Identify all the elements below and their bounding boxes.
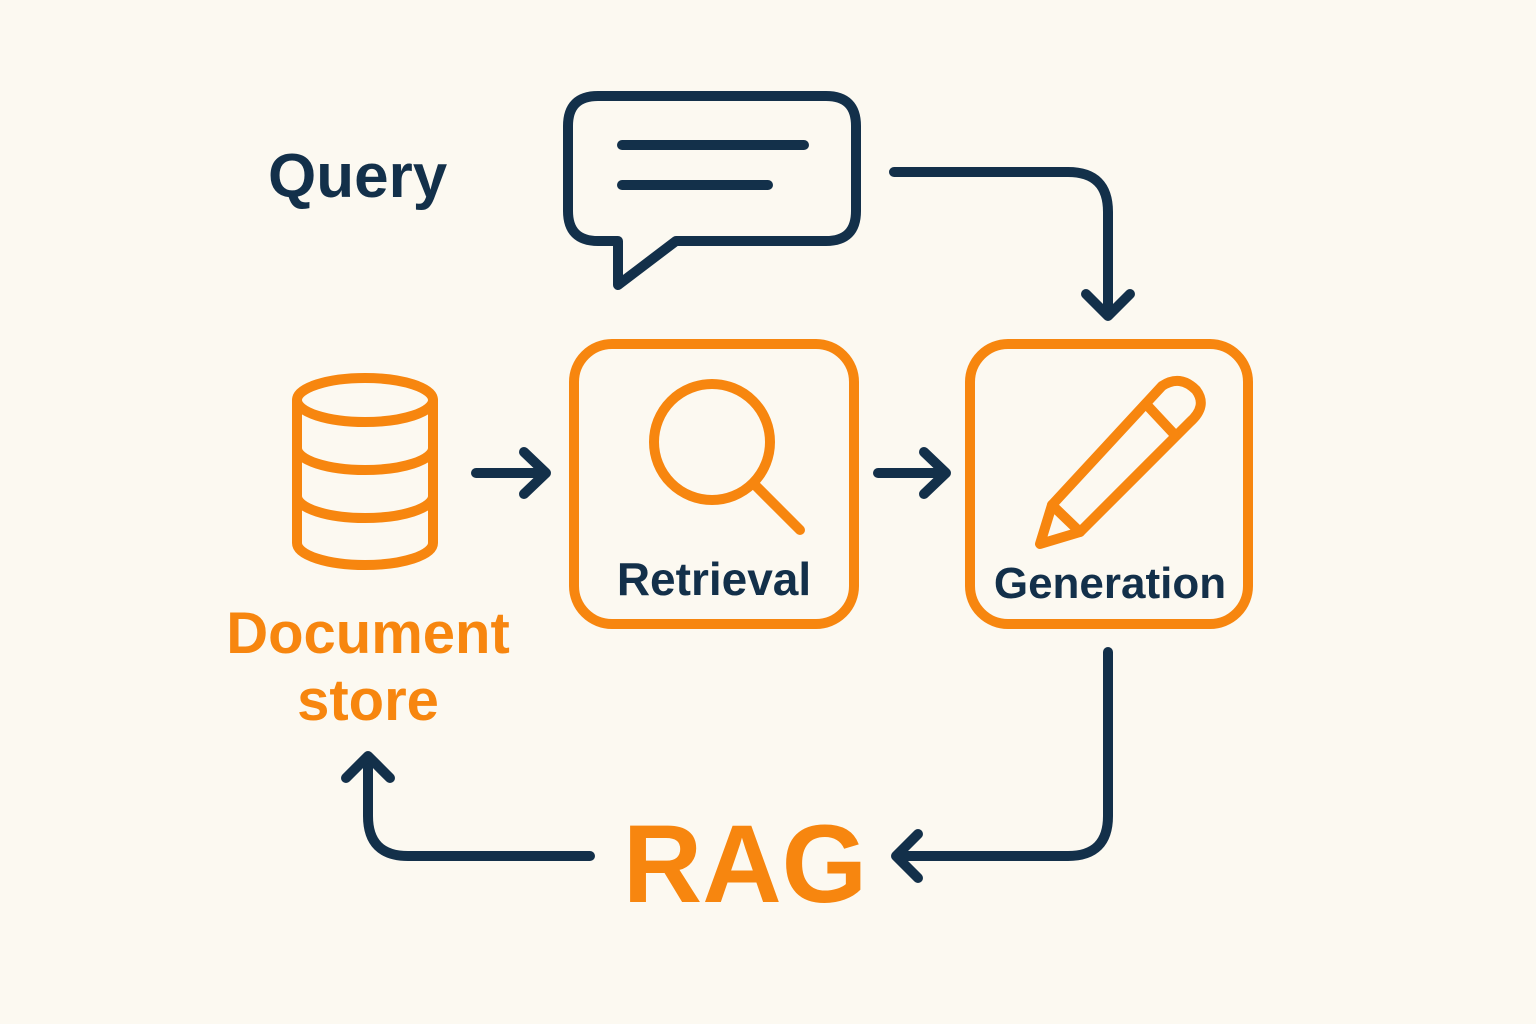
document-store-label-line2: store [297,668,439,733]
pencil-icon [1035,375,1206,549]
generation-label: Generation [994,559,1226,608]
arrow-query-to-generation [889,167,1113,319]
arrowhead-retrieval-to-generation [919,447,951,499]
generation-box [965,339,1253,629]
retrieval-box [569,339,859,629]
query-label: Query [268,142,448,211]
arrowhead-rag-to-store [341,751,395,783]
database-icon [292,373,438,570]
arrowhead-generation-to-rag [891,829,923,883]
document-store-label-line1: Document [226,601,510,666]
retrieval-label: Retrieval [617,553,811,605]
chat-bubble-icon [563,91,861,290]
arrowhead-store-to-retrieval [519,447,551,499]
magnifier-icon [649,379,805,535]
rag-label: RAG [623,803,867,926]
arrow-generation-to-rag [897,647,1113,861]
arrowhead-query-to-generation [1081,289,1135,321]
arrow-rag-to-store [363,755,595,861]
